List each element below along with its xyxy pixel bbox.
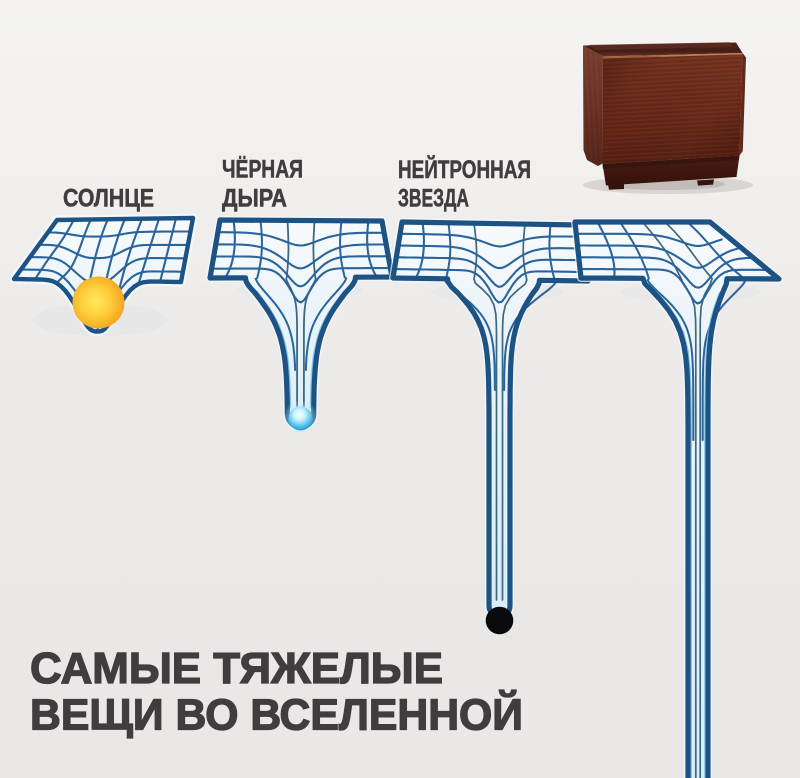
svg-text:ВЕЩИ ВО ВСЕЛЕННОЙ: ВЕЩИ ВО ВСЕЛЕННОЙ [30, 689, 523, 740]
svg-text:СОЛНЦЕ: СОЛНЦЕ [63, 185, 154, 213]
svg-text:НЕЙТРОННАЯ: НЕЙТРОННАЯ [398, 154, 531, 184]
svg-text:ДЫРА: ДЫРА [222, 185, 287, 213]
svg-text:ЗВЕЗДА: ЗВЕЗДА [398, 185, 469, 213]
svg-text:САМЫЕ ТЯЖЕЛЫЕ: САМЫЕ ТЯЖЕЛЫЕ [30, 644, 443, 693]
svg-text:ЧЁРНАЯ: ЧЁРНАЯ [222, 156, 303, 184]
